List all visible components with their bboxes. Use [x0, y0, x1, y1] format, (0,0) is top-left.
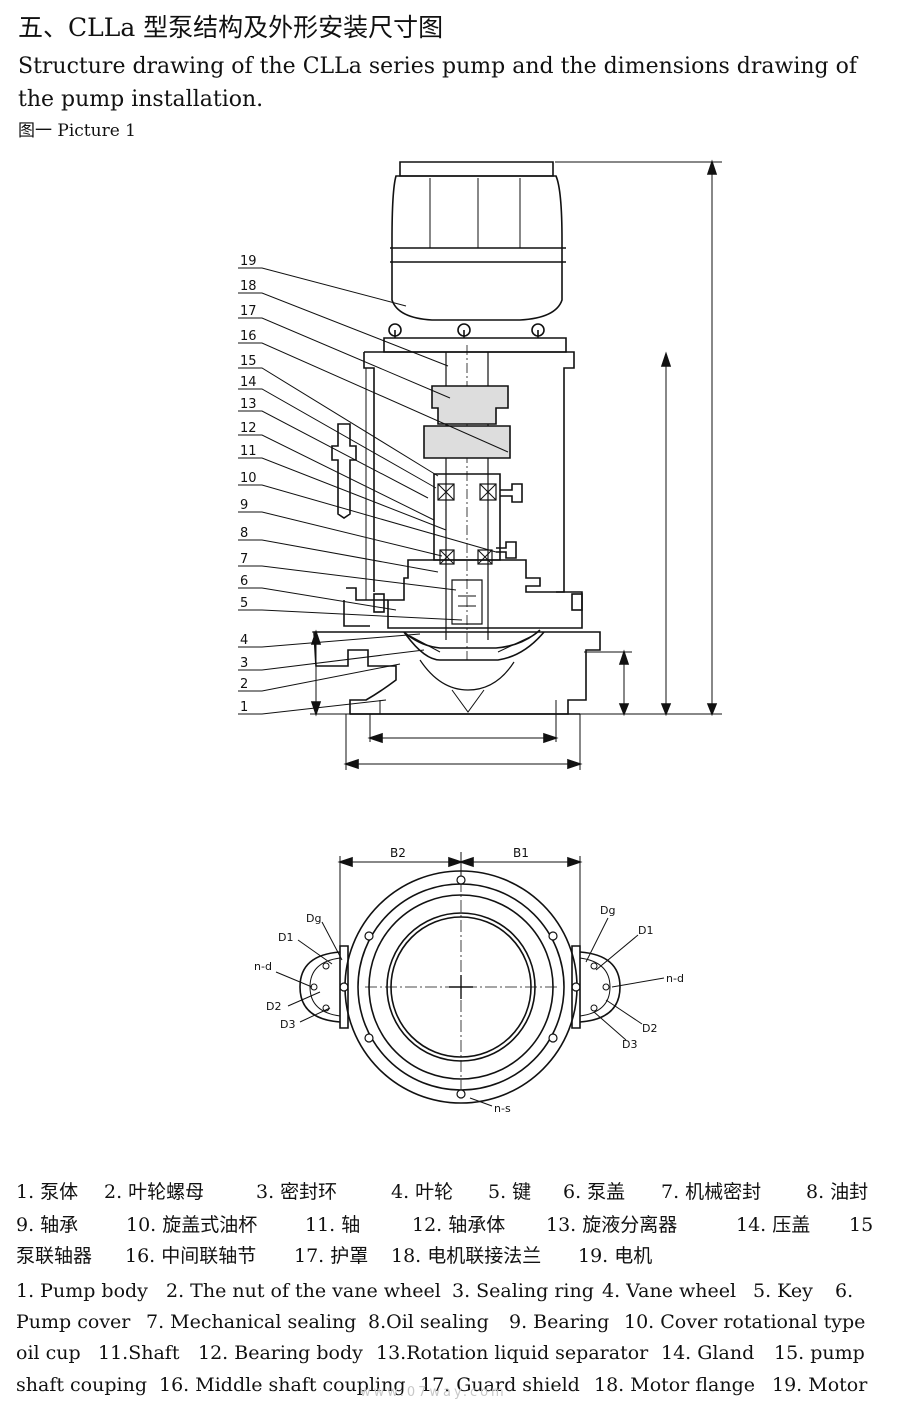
legend-item: 14. Gland: [661, 1342, 755, 1364]
motor-flange: [383, 337, 567, 353]
oil-cup-upper: [500, 483, 523, 503]
callout-3: 3: [240, 656, 248, 671]
callout-1: 1: [240, 700, 248, 715]
oil-cup-lower: [496, 541, 517, 559]
left-dg-label: Dg: [306, 912, 321, 925]
legend-item: 10. Cover rotational type: [624, 1311, 866, 1333]
legend-item: 5. 键: [488, 1181, 532, 1203]
callout-13: 13: [240, 397, 257, 412]
legend-item: 18. Motor flange: [594, 1374, 755, 1396]
legend-item: 15: [849, 1214, 874, 1236]
callout-17: 17: [240, 304, 257, 319]
legend-item: shaft couping: [16, 1374, 147, 1396]
callout-11: 11: [240, 444, 257, 459]
side-view: 19 18 17 16 15 14 13 12 11 10 9 8 7 6 5 …: [238, 159, 722, 770]
left-d1-label: D1: [278, 931, 293, 944]
legend-item: 11. 轴: [305, 1214, 361, 1236]
legend-item: 1. Pump body: [16, 1280, 148, 1302]
callout-numbers: 19 18 17 16 15 14 13 12 11 10 9 8 7 6 5 …: [240, 254, 257, 715]
left-flange: [339, 945, 349, 1029]
callout-14: 14: [240, 375, 257, 390]
legend-item: 8. 油封: [806, 1181, 869, 1203]
right-nd-label: n-d: [666, 972, 684, 985]
lifting-handle: [331, 423, 357, 519]
right-d3-label: D3: [622, 1038, 637, 1051]
callout-10: 10: [240, 471, 257, 486]
top-view: B2 B1: [254, 846, 684, 1115]
motor-cap: [399, 161, 554, 177]
right-d2-label: D2: [642, 1022, 657, 1035]
ns-label: n-s: [494, 1102, 511, 1115]
legend-item: 8.Oil sealing: [368, 1311, 489, 1333]
callout-2: 2: [240, 677, 248, 692]
watermark: www.07way.com: [360, 1385, 507, 1400]
impeller: [403, 629, 545, 661]
right-d1-label: D1: [638, 924, 653, 937]
legend-item: 泵联轴器: [16, 1245, 93, 1267]
legend-item: 19. 电机: [578, 1245, 653, 1267]
right-dg-label: Dg: [600, 904, 615, 917]
callout-18: 18: [240, 279, 257, 294]
legend-item: 2. The nut of the vane wheel: [166, 1280, 441, 1302]
callout-8: 8: [240, 526, 248, 541]
legend-item: 9. 轴承: [16, 1214, 79, 1236]
callout-9: 9: [240, 498, 248, 513]
callout-12: 12: [240, 421, 257, 436]
middle-coupling: [423, 425, 511, 459]
picture-label: 图一 Picture 1: [18, 121, 136, 141]
legend-item: 10. 旋盖式油杯: [126, 1214, 258, 1236]
legend-item: 14. 压盖: [736, 1214, 811, 1236]
callout-15: 15: [240, 354, 257, 369]
callout-7: 7: [240, 552, 248, 567]
legend-item: 15. pump: [774, 1342, 865, 1364]
legend-item: oil cup: [16, 1342, 81, 1364]
legend-item: 3. Sealing ring: [452, 1280, 594, 1302]
legend-item: 13. 旋液分离器: [546, 1214, 678, 1236]
callout-5: 5: [240, 596, 248, 611]
legend-item: 5. Key: [753, 1280, 813, 1302]
legend-item: 12. 轴承体: [412, 1214, 506, 1236]
legend-item: 16. Middle shaft coupling: [159, 1374, 406, 1396]
leader-lines: [238, 267, 509, 715]
legend-item: 3. 密封环: [256, 1181, 338, 1203]
legend-item: 17. Guard shield: [420, 1374, 580, 1396]
legend-item: 4. 叶轮: [391, 1181, 454, 1203]
legend-item: Pump cover: [16, 1311, 131, 1333]
callout-16: 16: [240, 329, 257, 344]
legend-item: 7. Mechanical sealing: [146, 1311, 357, 1333]
legend-item: 1. 泵体: [16, 1181, 79, 1203]
callout-19: 19: [240, 254, 257, 269]
legend-item: 18. 电机联接法兰: [391, 1245, 542, 1267]
legend-item: 6.: [835, 1280, 854, 1302]
legend-item: 12. Bearing body: [198, 1342, 363, 1364]
right-flange: [571, 945, 581, 1029]
left-d2-label: D2: [266, 1000, 281, 1013]
title-chinese: 五、CLLa 型泵结构及外形安装尺寸图: [18, 13, 444, 42]
callout-4: 4: [240, 633, 248, 648]
pump-body: [313, 631, 601, 715]
legend-item: 17. 护罩: [294, 1245, 369, 1267]
left-nd-label: n-d: [254, 960, 272, 973]
callout-6: 6: [240, 574, 248, 589]
legend-item: 16. 中间联轴节: [125, 1245, 257, 1267]
legend-item: 9. Bearing: [509, 1311, 610, 1333]
motor-body: [391, 175, 563, 321]
technical-drawing: 19 18 17 16 15 14 13 12 11 10 9 8 7 6 5 …: [238, 159, 722, 1115]
legend-item: 11.Shaft: [98, 1342, 180, 1364]
dim-b2-label: B2: [390, 846, 406, 860]
title-english: Structure drawing of the CLLa series pum…: [18, 54, 857, 112]
left-d3-label: D3: [280, 1018, 295, 1031]
upper-coupling: [431, 385, 509, 425]
pump-cover: [387, 559, 583, 629]
legend-item: 7. 机械密封: [661, 1181, 762, 1203]
dim-b1-label: B1: [513, 846, 529, 860]
legend-item: 4. Vane wheel: [602, 1280, 737, 1302]
legend-item: 13.Rotation liquid separator: [376, 1342, 649, 1364]
legend-item: 19. Motor: [772, 1374, 868, 1396]
legend-item: 6. 泵盖: [563, 1181, 626, 1203]
legend-item: 2. 叶轮螺母: [104, 1181, 205, 1203]
